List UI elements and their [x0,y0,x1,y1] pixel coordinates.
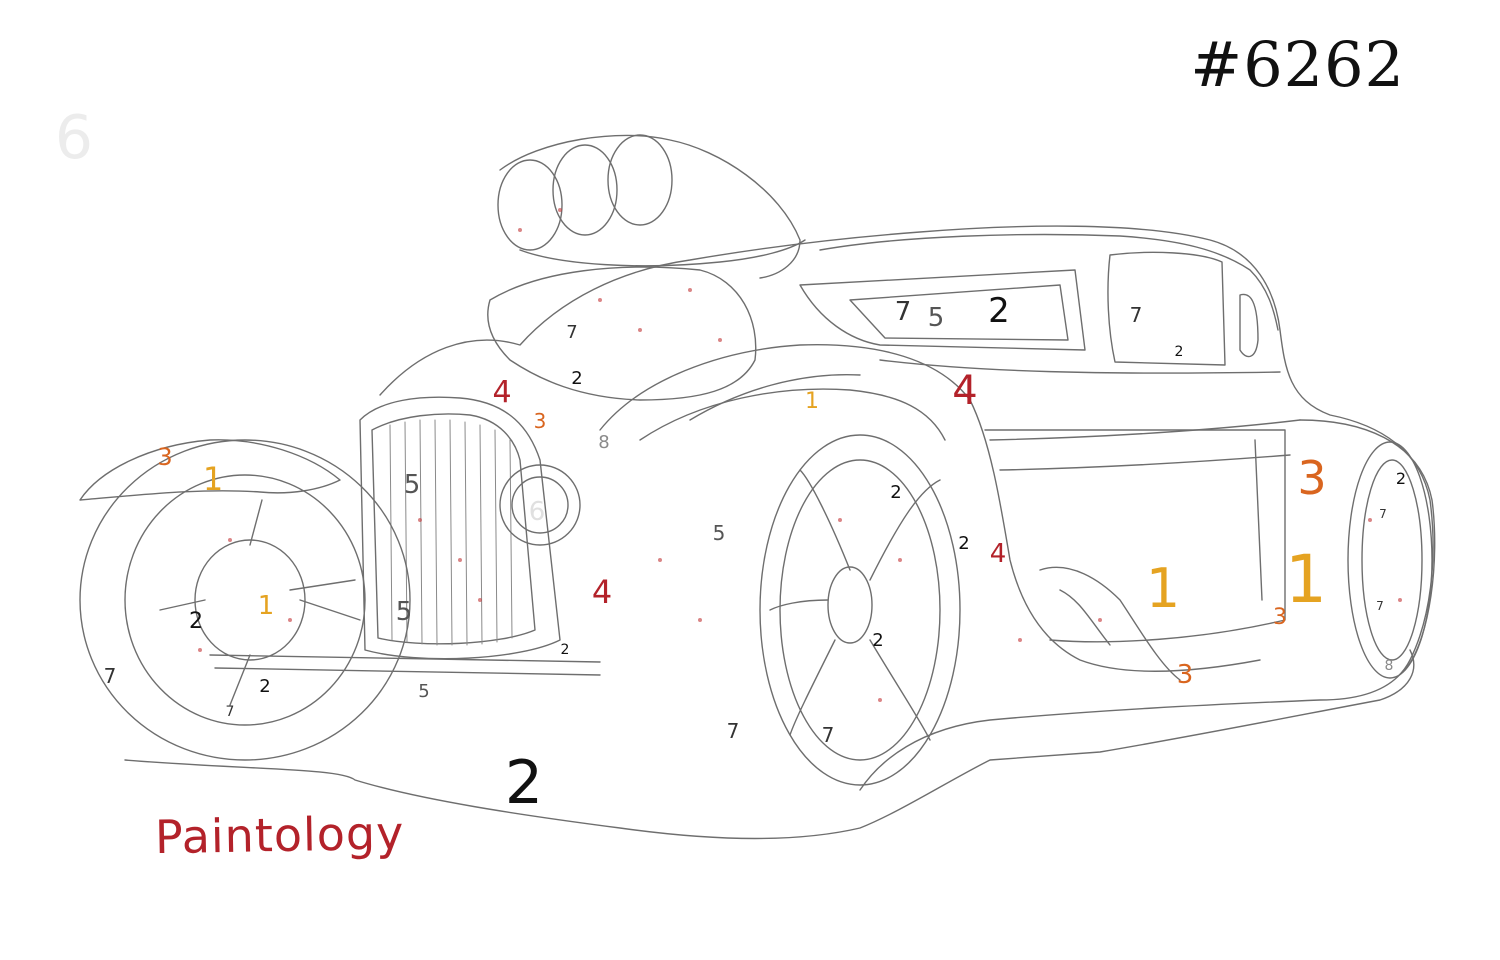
headlight-outline [499,464,581,546]
region-number: 7 [1130,303,1143,327]
front-fender-outline [599,343,1261,672]
region-number: 7 [1379,507,1387,521]
region-number: 1 [1146,557,1180,620]
region-number: 2 [189,609,203,634]
front-right-wheel-hub-outline [827,566,873,644]
region-number: 3 [1177,660,1194,690]
ground-shadow-outline [124,649,1415,840]
blower-scoop-outline [497,159,563,251]
region-number: 8 [598,432,609,453]
region-number: 2 [1396,469,1406,488]
region-number: 5 [404,470,421,500]
front-right-tire-outline [759,434,961,786]
region-number: 6 [529,497,546,527]
region-number: 3 [157,443,172,471]
region-number: 7 [1376,599,1384,613]
left-fender-outline [79,439,341,501]
region-number: 7 [104,664,117,688]
roof-outline [819,233,1279,331]
region-number: 4 [592,573,612,611]
region-number: 7 [822,723,835,747]
region-number: 5 [418,681,429,702]
region-number: 2 [988,291,1010,331]
region-number: 7 [566,322,577,343]
region-number: 4 [492,375,511,410]
artwork-serial-number: #6262 [1190,28,1405,101]
door-outline [984,429,1286,643]
front-left-tire-outline [79,439,411,761]
region-number: 1 [258,591,275,621]
region-number: 1 [1285,541,1327,618]
region-number: 2 [571,368,582,389]
region-number: 1 [203,460,223,498]
region-number: 7 [727,719,740,743]
region-number: 2 [561,642,570,658]
body-outline [379,225,1434,791]
region-number: 4 [952,368,977,414]
region-number: 2 [505,748,543,818]
region-number: 2 [259,676,270,697]
region-number: 7 [226,704,235,720]
engine-outline [487,266,757,401]
paintology-logo: Paintology [154,805,405,865]
region-number: 2 [958,533,969,554]
front-left-wheel-hub-outline [194,539,306,661]
region-number: 4 [990,539,1007,569]
region-number: 2 [890,482,901,503]
region-number: 3 [1297,451,1326,505]
region-number: 5 [928,303,945,333]
region-number: 2 [872,630,883,651]
region-number: 3 [1273,605,1287,630]
region-number: 2 [1175,344,1184,360]
region-number: 7 [895,297,912,327]
region-number: 5 [713,521,726,545]
side-window-outline [1107,251,1226,366]
windshield-outline [799,269,1086,351]
region-number: 1 [805,389,819,414]
region-number: 3 [534,409,547,433]
region-number: 8 [1385,658,1394,674]
region-number: 6 [55,103,93,173]
side-pipes-outline [1039,566,1181,681]
rear-tire-outline [1347,441,1433,679]
region-number: 5 [396,597,413,627]
